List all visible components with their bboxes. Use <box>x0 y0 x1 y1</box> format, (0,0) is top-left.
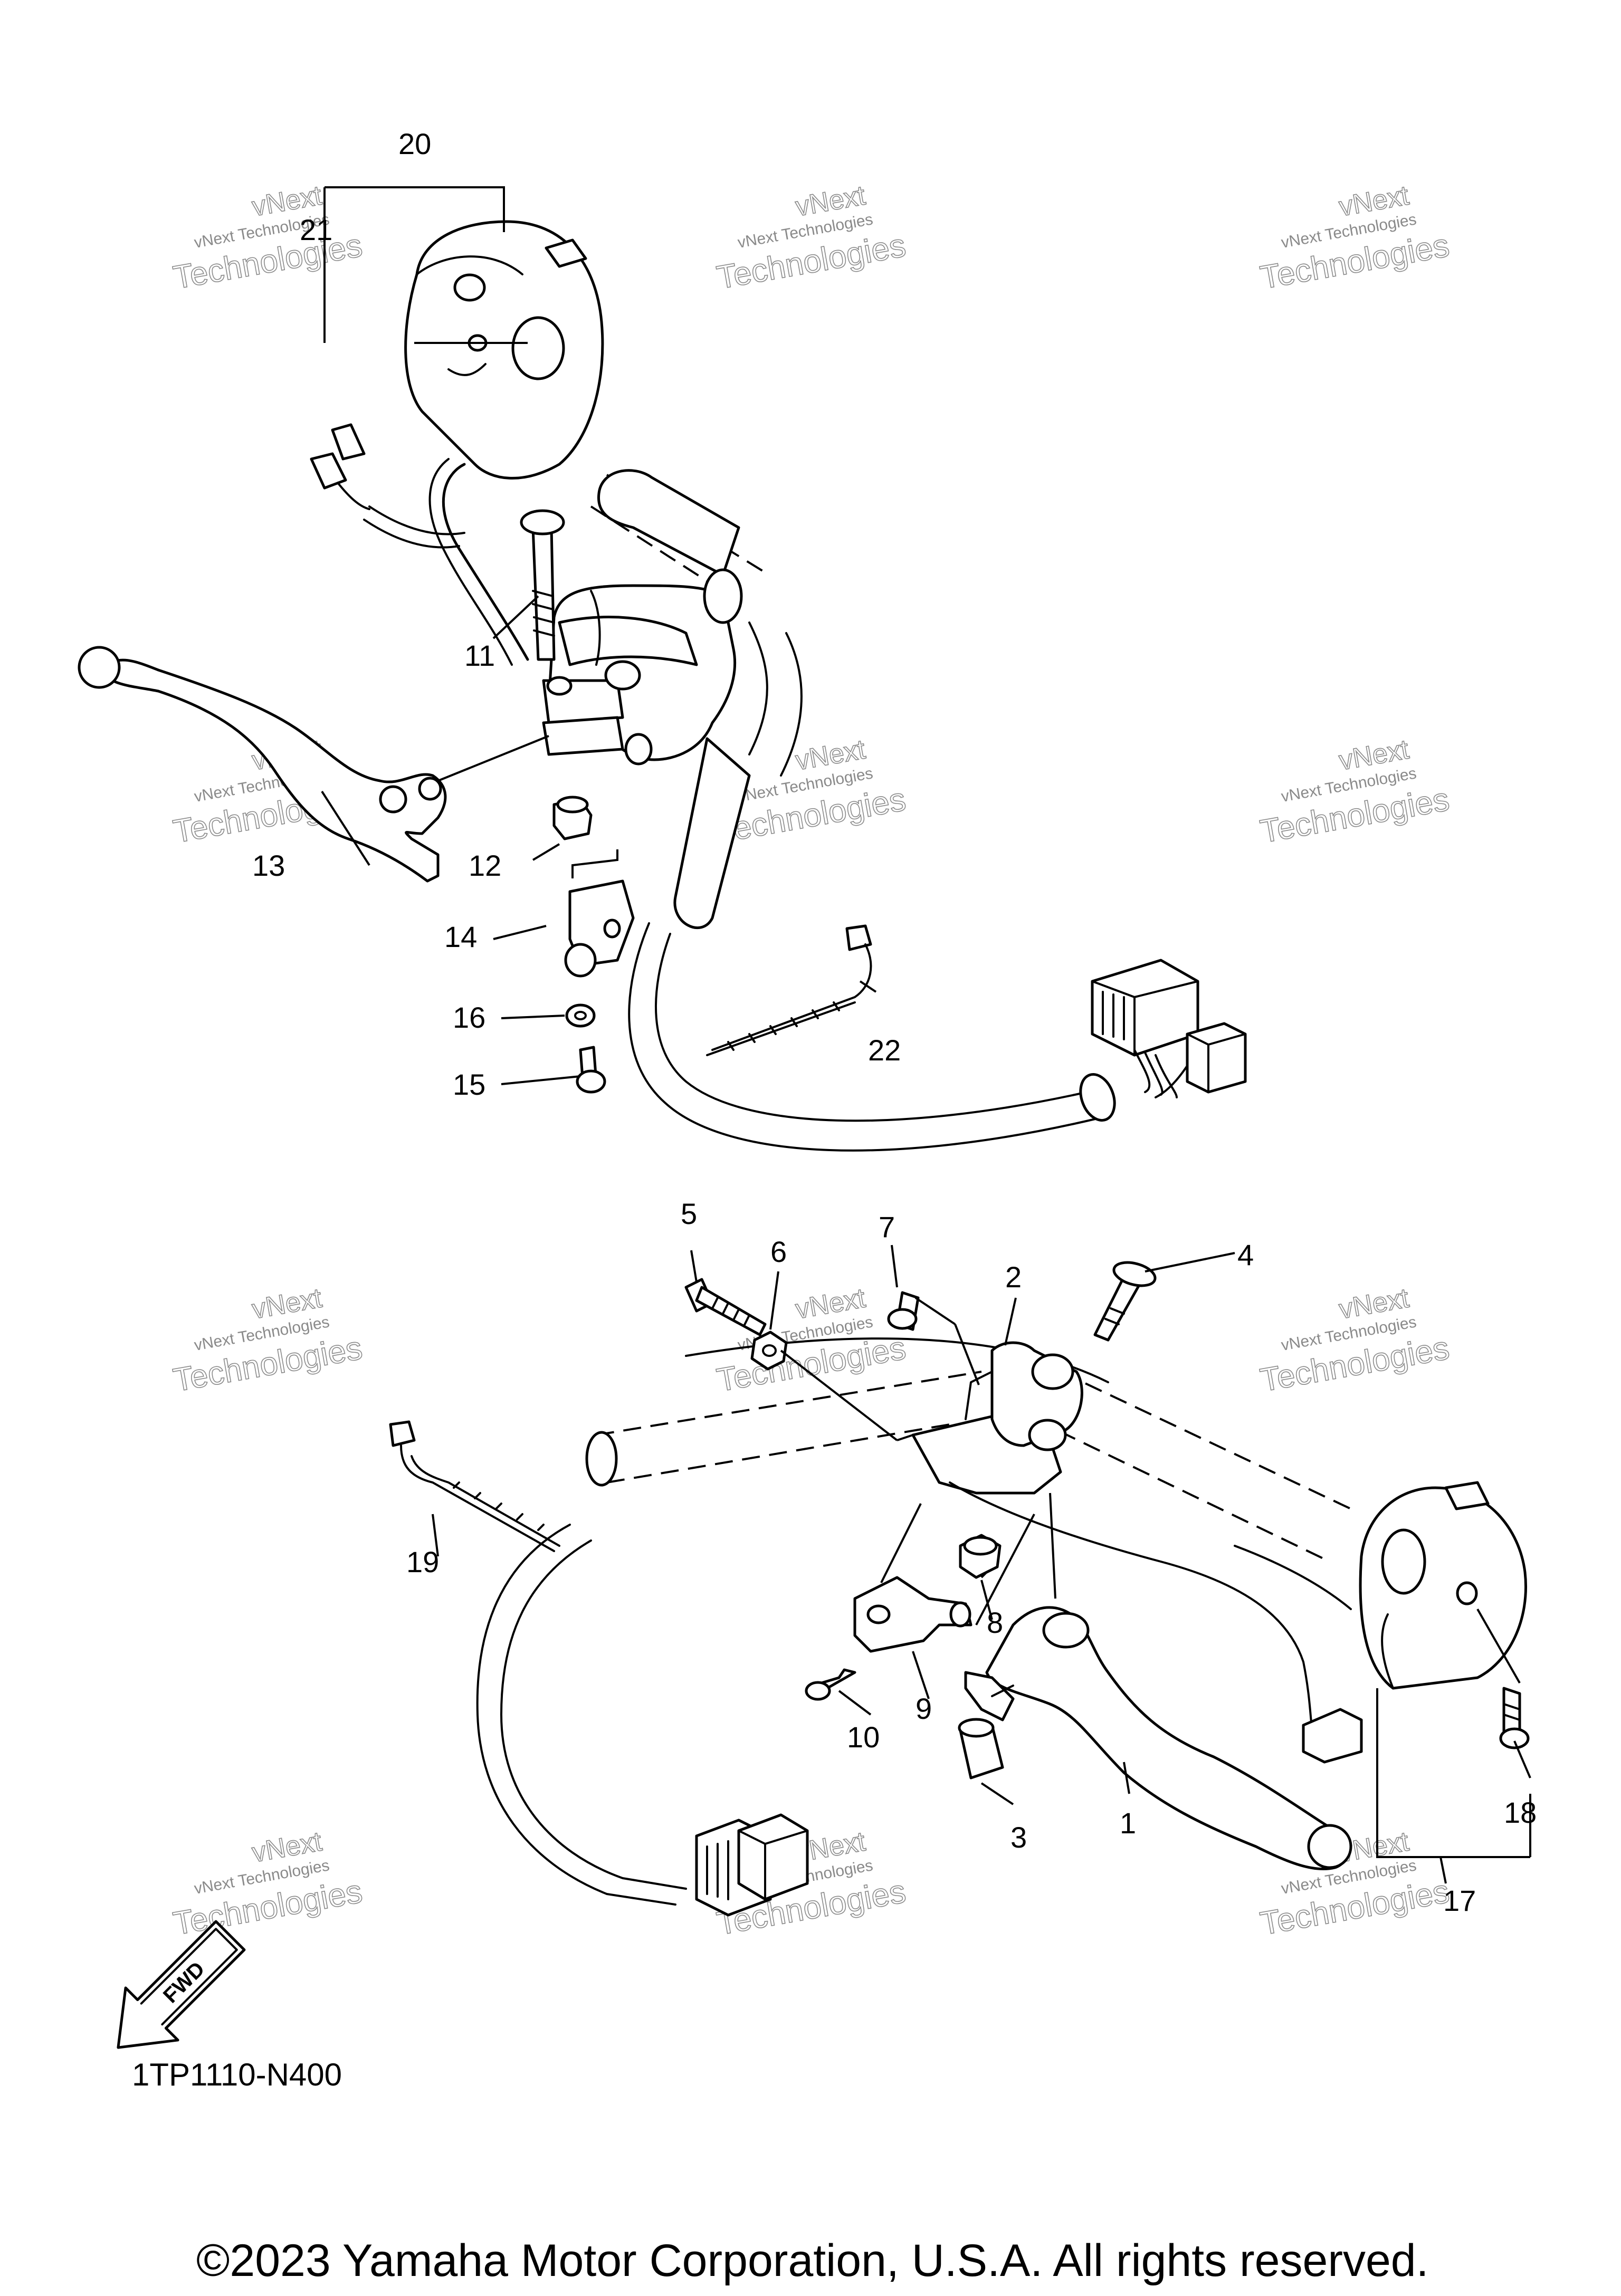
callout-19: 19 <box>406 1545 439 1578</box>
collar-3 <box>958 1718 1004 1780</box>
bolt-4 <box>1093 1261 1157 1342</box>
watermark: vNext Technologies Technologies vNext <box>1257 1282 1453 1399</box>
callout-21: 21 <box>300 213 332 246</box>
fwd-arrow-icon: FWD <box>117 1920 246 2049</box>
callout-16: 16 <box>453 1001 485 1034</box>
watermark: vNext Technologies Technologies vNext <box>1257 733 1453 850</box>
left-switch-housing <box>1359 1481 1527 1690</box>
callouts: 20 21 11 13 12 14 16 15 22 5 6 7 2 4 19 … <box>252 127 1537 1917</box>
callout-18: 18 <box>1504 1796 1537 1829</box>
upper-assembly <box>78 220 1247 1152</box>
nut-12 <box>552 796 593 840</box>
nut-8 <box>959 1534 1002 1579</box>
callout-3: 3 <box>1010 1821 1027 1854</box>
callout-7: 7 <box>879 1210 895 1243</box>
brake-hose <box>628 922 1099 1152</box>
throttle-grip <box>597 469 803 929</box>
front-brake-switch <box>564 849 635 978</box>
callout-6: 6 <box>770 1235 787 1268</box>
copyright-notice: ©2023 Yamaha Motor Corporation, U.S.A. A… <box>196 2235 1429 2286</box>
lever-holder <box>911 1341 1083 1495</box>
upper-wire-harness <box>310 423 529 666</box>
watermark: vNext Technologies Technologies vNext <box>170 1825 366 1943</box>
watermark: vNext Technologies Technologies vNext <box>1257 179 1453 296</box>
cable-tie-19 <box>389 1420 560 1552</box>
diagram-code: 1TP1110-N400 <box>132 2057 342 2092</box>
nut-6 <box>750 1331 788 1371</box>
clutch-lever <box>964 1606 1352 1871</box>
callout-14: 14 <box>444 920 477 953</box>
leader-lines <box>321 186 1531 1884</box>
callout-11: 11 <box>464 639 495 672</box>
callout-22: 22 <box>868 1034 901 1067</box>
callout-2: 2 <box>1005 1260 1022 1294</box>
lower-connectors <box>695 1708 1363 1917</box>
screw-18 <box>1499 1687 1530 1749</box>
callout-1: 1 <box>1120 1806 1136 1840</box>
callout-13: 13 <box>252 849 285 882</box>
screw-15 <box>576 1046 606 1094</box>
callout-17: 17 <box>1443 1884 1476 1917</box>
callout-8: 8 <box>987 1606 1003 1639</box>
washer-16 <box>565 1003 596 1028</box>
callout-10: 10 <box>847 1720 880 1754</box>
lower-assembly <box>389 1261 1530 1917</box>
watermark: vNext Technologies Technologies vNext <box>170 179 366 296</box>
callout-5: 5 <box>681 1197 697 1230</box>
bolt-11 <box>520 509 565 661</box>
callout-4: 4 <box>1237 1238 1254 1271</box>
callout-12: 12 <box>469 849 501 882</box>
callout-15: 15 <box>453 1068 485 1101</box>
screw-10 <box>805 1668 856 1701</box>
upper-connectors <box>1079 959 1247 1122</box>
clutch-switch <box>853 1576 972 1653</box>
washer-16-hole <box>574 1011 587 1020</box>
callout-9: 9 <box>916 1692 932 1725</box>
watermark: vNext Technologies Technologies vNext <box>170 1282 366 1399</box>
master-cylinder <box>542 568 743 766</box>
right-switch-housing <box>404 220 604 480</box>
screw-7 <box>887 1291 920 1331</box>
bolt-5 <box>684 1278 767 1336</box>
cable-tie-22 <box>706 924 872 1056</box>
watermark: vNext Technologies Technologies vNext <box>714 179 909 296</box>
callout-20: 20 <box>398 127 431 160</box>
brake-lever <box>78 646 447 883</box>
lower-wire-harness <box>476 1481 1352 1906</box>
